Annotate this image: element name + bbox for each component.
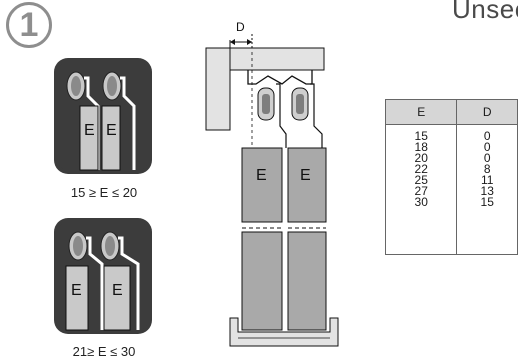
- table-cell-d: 13: [480, 184, 494, 198]
- table-cell-e: 25: [414, 173, 428, 187]
- offset-table: E D 15 18 20 22 25 27 30 0 0 0 8 11 13 1…: [385, 99, 518, 255]
- thumb2-panel-label-left: E: [71, 282, 82, 299]
- table-header-e: E: [386, 100, 458, 124]
- thumb1-panel-label-left: E: [84, 122, 95, 139]
- table-header-d: D: [482, 105, 492, 119]
- roller-config-illustration: [58, 222, 148, 331]
- panel-left-label: E: [256, 167, 267, 184]
- step-number: 1: [19, 6, 39, 44]
- thumb2-panel-label-right: E: [112, 282, 123, 299]
- table-cell-e: 30: [414, 195, 428, 209]
- panel-right-label: E: [300, 167, 311, 184]
- table-cell-d: 0: [483, 151, 491, 165]
- dimension-d-label: D: [236, 20, 245, 34]
- table-cell-e: 22: [414, 162, 428, 176]
- table-header: E D: [386, 100, 517, 125]
- roller-config-illustration: [58, 62, 148, 171]
- config-thumbnail-1: E E: [54, 58, 152, 174]
- table-column-d: 0 0 0 8 11 13 15: [457, 125, 517, 254]
- table-cell-d: 11: [480, 173, 494, 187]
- table-cell-d: 8: [483, 162, 491, 176]
- table-cell-e: 27: [414, 184, 428, 198]
- cropped-heading: Unsec: [452, 0, 518, 24]
- thumb1-panel-label-right: E: [106, 122, 117, 139]
- config-thumbnail-2: E E: [54, 218, 152, 334]
- thumb1-caption: 15 ≥ E ≤ 20: [70, 185, 138, 200]
- table-cell-e: 15: [414, 129, 428, 143]
- table-cell-d: 0: [483, 129, 491, 143]
- table-cell-e: 18: [414, 140, 428, 154]
- table-column-e: 15 18 20 22 25 27 30: [386, 125, 458, 254]
- sliding-door-cross-section: [205, 34, 339, 347]
- thumb2-caption: 21≥ E ≤ 30: [72, 344, 136, 359]
- table-cell-d: 15: [480, 195, 494, 209]
- main-door-diagram: D E E: [196, 14, 356, 362]
- table-cell-d: 0: [483, 140, 491, 154]
- step-number-badge: 1: [6, 2, 52, 48]
- table-cell-e: 20: [414, 151, 428, 165]
- table-body: 15 18 20 22 25 27 30 0 0 0 8 11 13 15: [386, 125, 517, 254]
